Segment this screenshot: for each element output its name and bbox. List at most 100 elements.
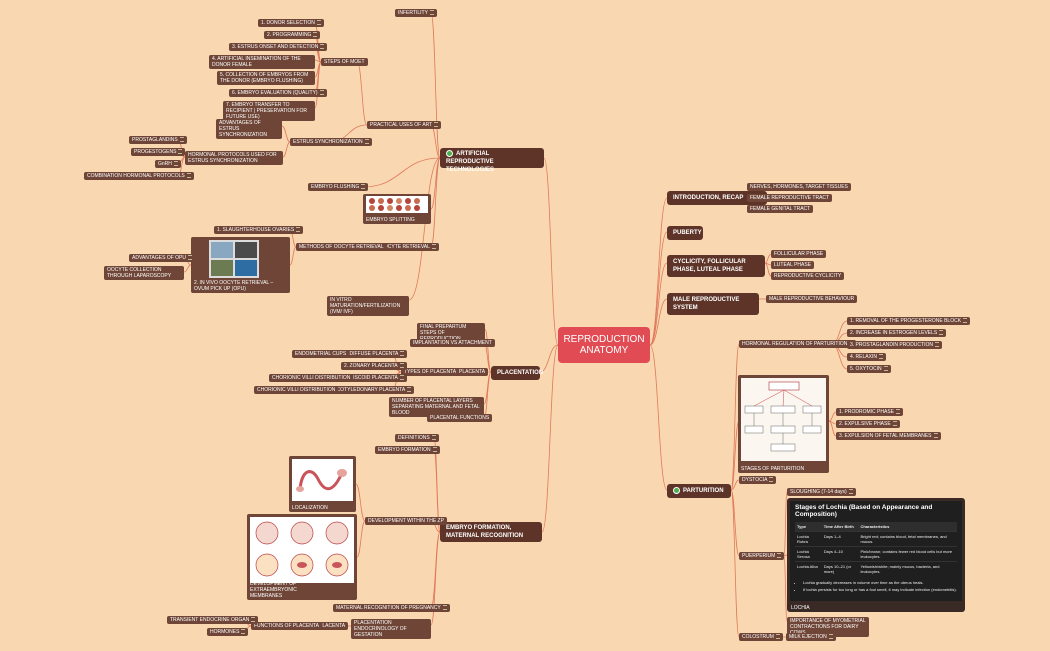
branch-embryo-formation[interactable]: EMBRYO FORMATION, MATERNAL RECOGNITION <box>440 522 542 542</box>
node-placental-layers[interactable]: NUMBER OF PLACENTAL LAYERS SEPARATING MA… <box>389 397 484 417</box>
branch-cyclicity[interactable]: CYCLICITY, FOLLICULAR PHASE, LUTEAL PHAS… <box>667 255 765 277</box>
node-expulsive-phase[interactable]: 2. EXPULSIVE PHASE <box>836 420 900 428</box>
connector-line <box>183 264 192 273</box>
table-header-row: Type Time After Birth Characteristics <box>795 522 957 532</box>
node-chorionic-villi-1[interactable]: CHORIONIC VILLI DISTRIBUTION <box>269 374 354 382</box>
node-luteal-phase[interactable]: LUTEAL PHASE <box>771 261 815 269</box>
node-artificial-insemination[interactable]: 4. ARTIFICIAL INSEMINATION OF THE DONOR … <box>209 55 315 69</box>
node-sloughing[interactable]: SLOUGHING (7-14 days) <box>787 488 856 496</box>
localization-image-node[interactable]: LOCALIZATION <box>289 456 356 512</box>
node-female-reproductive-tract[interactable]: FEMALE REPRODUCTIVE TRACT <box>747 194 833 202</box>
lochia-title: Stages of Lochia (Based on Appearance an… <box>795 504 933 518</box>
node-ivm-ivf[interactable]: IN VITRO MATURATION/FERTILIZATION (IVM/ … <box>327 296 409 316</box>
node-slaughterhouse[interactable]: 1. SLAUGHTERHOUSE OVARIES <box>214 226 304 234</box>
node-embryo-evaluation[interactable]: 6. EMBRYO EVALUATION (QUALITY) <box>229 89 327 97</box>
branch-puberty[interactable]: PUBERTY <box>667 226 703 240</box>
note-icon <box>896 409 901 415</box>
node-colostrum[interactable]: COLOSTRUM <box>739 633 783 641</box>
node-male-behaviour[interactable]: MALE REPRODUCTIVE BEHAVIOUR <box>766 295 858 303</box>
node-zonary-placenta[interactable]: 2. ZONARY PLACENTA <box>341 362 407 370</box>
embryo-splitting-image-node[interactable]: EMBRYO SPLITTING <box>363 194 431 224</box>
node-maternal-recognition[interactable]: MATERNAL RECOGNITION OF PREGNANCY <box>333 604 450 612</box>
node-functions-of-placenta[interactable]: FUNCTIONS OF PLACENTA <box>251 622 322 630</box>
node-dystocia[interactable]: DYSTOCIA <box>739 476 777 484</box>
node-oocyte-retrieval[interactable]: OOCYTE RETRIEVAL <box>377 243 439 251</box>
node-methods-oocyte[interactable]: METHODS OF OOCYTE RETRIEVAL <box>296 243 387 251</box>
node-placenta[interactable]: PLACENTA <box>456 368 489 376</box>
node-practical-uses[interactable]: PRACTICAL USES OF ART <box>367 121 442 129</box>
stages-of-parturition-image-node[interactable]: STAGES OF PARTURITION <box>738 375 829 473</box>
node-embryo-formation[interactable]: EMBRYO FORMATION <box>375 446 440 454</box>
connector-line <box>314 61 322 109</box>
node-chorionic-villi-2[interactable]: CHORIONIC VILLI DISTRIBUTION <box>254 386 339 394</box>
node-definitions[interactable]: DEFINITIONS <box>395 434 439 442</box>
note-icon <box>364 139 369 145</box>
node-progesterone-block[interactable]: 1. REMOVAL OF THE PROGESTERONE BLOCK <box>847 317 971 325</box>
node-milk-ejection[interactable]: MILK EJECTION <box>786 633 836 641</box>
node-hormones[interactable]: HORMONES <box>207 628 249 636</box>
table-cell: Lochia Serosa <box>795 546 822 562</box>
node-collection-of-embryos[interactable]: 5. COLLECTION OF EMBRYOS FROM THE DONOR … <box>217 71 315 85</box>
note-icon <box>432 447 437 453</box>
node-donor-selection[interactable]: 1. DONOR SELECTION <box>258 19 324 27</box>
node-advantages-opu[interactable]: ADVANTAGES OF OPU <box>129 254 195 262</box>
node-placentation-endocrinology[interactable]: PLACENTATION ENDOCRINOLOGY OF GESTATION <box>351 619 431 639</box>
node-discoid-placenta[interactable]: 3. DISCOID PLACENTA <box>341 374 407 382</box>
branch-male-reproductive[interactable]: MALE REPRODUCTIVE SYSTEM <box>667 293 759 315</box>
node-implantation[interactable]: IMPLANTATION VS ATTACHMENT <box>410 339 495 347</box>
node-diffuse-placenta[interactable]: 1. DIFFUSE PLACENTA <box>341 350 408 358</box>
node-embryo-flushing[interactable]: EMBRYO FLUSHING <box>308 183 369 191</box>
node-hormonal-regulation[interactable]: HORMONAL REGULATION OF PARTURITION <box>739 340 857 348</box>
note-icon <box>313 32 318 38</box>
node-female-genital-tract[interactable]: FEMALE GENITAL TRACT <box>747 205 814 213</box>
node-gnrh[interactable]: GnRH <box>155 160 181 168</box>
node-follicular-phase[interactable]: FOLLICULAR PHASE <box>771 250 827 258</box>
note-icon <box>934 342 939 348</box>
branch-art[interactable]: ARTIFICIAL REPRODUCTIVE TECHNOLOGIES <box>440 148 544 173</box>
node-placenta-endocrine[interactable]: PLACENTA <box>316 622 349 630</box>
extraembryonic-image-node[interactable]: DEVELOPMENT OF EXTRAEMBRYONIC MEMBRANES <box>247 514 357 600</box>
connector-line <box>543 157 559 346</box>
node-steps-of-moet[interactable]: STEPS OF MOET <box>321 58 368 66</box>
node-estrus-onset[interactable]: 3. ESTRUS ONSET AND DETECTION <box>229 43 328 51</box>
node-puerperium[interactable]: PUERPERIUM <box>739 552 785 560</box>
node-endometrial-cups[interactable]: ENDOMETRIAL CUPS <box>292 350 350 358</box>
node-programming[interactable]: 2. PROGRAMMING <box>264 31 321 39</box>
node-transient-endocrine[interactable]: TRANSIENT ENDOCRINE ORGAN <box>167 616 259 624</box>
node-relaxin[interactable]: 4. RELAXIN <box>847 353 886 361</box>
node-placental-functions[interactable]: PLACENTAL FUNCTIONS <box>427 414 493 422</box>
node-nerves-hormones[interactable]: NERVES, HORMONES, TARGET TISSUES <box>747 183 851 191</box>
node-advantages-estrus[interactable]: ADVANTAGES OF ESTRUS SYNCHRONIZATION <box>216 119 282 139</box>
node-prostaglandins[interactable]: PROSTAGLANDINS <box>129 136 187 144</box>
node-combination-protocols[interactable]: COMBINATION HORMONAL PROTOCOLS <box>84 172 194 180</box>
node-prostaglandin[interactable]: 3. PROSTAGLANDIN PRODUCTION <box>847 341 942 349</box>
node-development-within-zp[interactable]: DEVELOPMENT WITHIN THE ZP <box>365 517 447 525</box>
branch-parturition[interactable]: PARTURITION <box>667 484 731 499</box>
node-prodromic-phase[interactable]: 1. PRODROMIC PHASE <box>836 408 904 416</box>
node-estrus-synchronization[interactable]: ESTRUS SYNCHRONIZATION <box>290 138 372 146</box>
node-progestogens[interactable]: PROGESTOGENS <box>131 148 186 156</box>
opu-image-node[interactable]: 2. IN VIVO OOCYTE RETRIEVAL – OVUM PICK … <box>191 237 290 293</box>
lochia-card[interactable]: Stages of Lochia (Based on Appearance an… <box>787 498 965 612</box>
table-cell: Lochia Alba <box>795 561 822 576</box>
node-types-of-placenta[interactable]: TYPES OF PLACENTA <box>401 368 460 376</box>
note-icon <box>407 387 412 393</box>
branch-placentation[interactable]: PLACENTATION <box>491 366 543 380</box>
node-expulsion-membranes[interactable]: 3. EXPULSION OF FETAL MEMBRANES <box>836 432 941 440</box>
root-node[interactable]: REPRODUCTION ANATOMY <box>558 327 650 363</box>
connector-line <box>649 197 668 346</box>
node-estrogen[interactable]: 2. INCREASE IN ESTROGEN LEVELS <box>847 329 947 337</box>
connector-line <box>430 157 441 210</box>
connector-line <box>483 371 492 419</box>
node-reproductive-cyclicity[interactable]: REPRODUCTIVE CYCLICITY <box>771 272 845 280</box>
node-hormonal-protocols[interactable]: HORMONAL PROTOCOLS USED FOR ESTRUS SYNCH… <box>185 151 283 165</box>
node-infertility[interactable]: INFERTILITY <box>395 9 437 17</box>
node-embryo-transfer[interactable]: 7. EMBRYO TRANSFER TO RECIPIENT | PRESER… <box>223 101 315 121</box>
branch-introduction-recap[interactable]: INTRODUCTION, RECAP <box>667 191 767 205</box>
node-oxytocin[interactable]: 5. OXYTOCIN <box>847 365 891 373</box>
connector-line <box>430 157 441 248</box>
connector-line <box>828 411 837 422</box>
node-laparoscopy[interactable]: OOCYTE COLLECTION THROUGH LAPAROSCOPY <box>104 266 184 280</box>
node-cotyledonary-placenta[interactable]: 4. COTYLEDONARY PLACENTA <box>328 386 415 394</box>
connector-line <box>649 344 668 491</box>
